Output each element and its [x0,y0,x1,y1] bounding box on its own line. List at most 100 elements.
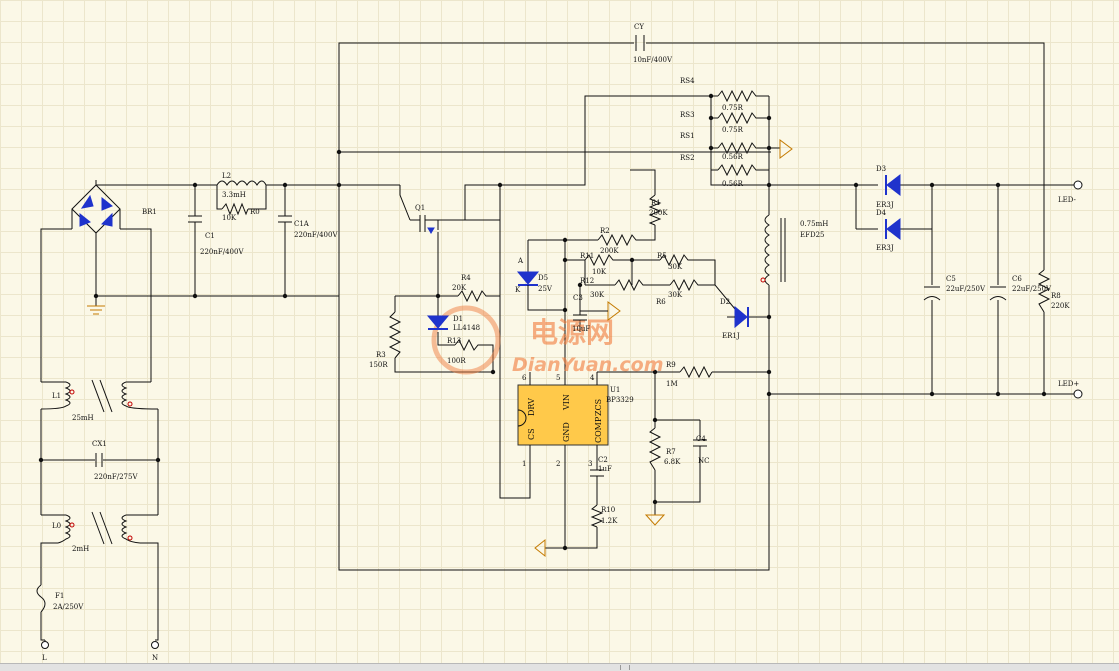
svg-text:100R: 100R [447,357,466,365]
svg-text:3.3mH: 3.3mH [222,191,246,199]
svg-text:C1A: C1A [294,220,310,228]
svg-text:20K: 20K [452,284,467,292]
svg-text:U1: U1 [610,386,620,394]
svg-text:6.8K: 6.8K [664,458,681,466]
svg-text:K: K [515,286,521,294]
rs3-ref: RS3 [680,111,695,119]
svg-text:10nF/400V: 10nF/400V [633,56,673,64]
svg-text:0.75mH: 0.75mH [800,220,828,228]
svg-text:3: 3 [588,460,592,468]
svg-text:1uF: 1uF [598,465,612,473]
svg-text:220K: 220K [1051,302,1070,310]
input-filter: L2 3.3mH 10K R0 C1 220nF/400V C1A 220nF/… [188,172,338,256]
svg-text:C2: C2 [598,456,608,464]
svg-text:220nF/275V: 220nF/275V [94,473,138,481]
svg-text:C5: C5 [946,275,956,283]
svg-text:R10: R10 [601,506,615,514]
svg-text:30K: 30K [668,291,683,299]
svg-text:R11: R11 [580,252,594,260]
svg-text:220nF/400V: 220nF/400V [200,248,244,256]
control-network: R9 1M R7 6.8K C4 NC C2 1uF R10 1.2K [534,361,713,558]
svg-text:L1: L1 [52,392,61,400]
svg-text:1.2K: 1.2K [601,517,618,525]
svg-text:22uF/250V: 22uF/250V [1012,285,1052,293]
rs4-ref: RS4 [680,77,695,85]
svg-text:ZCS: ZCS [594,399,603,416]
svg-text:R0: R0 [250,208,260,216]
rs4-value: 0.75R [722,104,744,112]
svg-text:R7: R7 [666,448,676,456]
svg-text:C1: C1 [205,232,215,240]
svg-text:30K: 30K [590,291,605,299]
zener-d5: D5 25V A K [515,257,553,294]
svg-text:R6: R6 [656,298,666,306]
svg-text:Q1: Q1 [415,204,425,212]
resistor-r2: R2 200K [597,227,640,255]
rs2-ref: RS2 [680,154,695,162]
watermark: 电源网 DianYuan.com [431,305,664,376]
mosfet-q1: Q1 [410,204,439,240]
svg-text:30K: 30K [668,263,683,271]
capacitor-cy: CY 10nF/400V [633,23,673,64]
svg-text:R2: R2 [600,227,610,235]
capacitor-cx1: CX1 220nF/275V [92,440,138,481]
rs1-ref: RS1 [680,132,695,140]
svg-text:D4: D4 [876,209,887,217]
svg-text:C6: C6 [1012,275,1022,283]
ac-terminals: L N [41,640,159,662]
sense-resistors: RS4 0.75R RS3 0.75R RS1 0.56R RS2 0.56R [680,77,793,188]
svg-text:D5: D5 [538,274,548,282]
svg-text:10K: 10K [222,214,237,222]
svg-text:VIN: VIN [562,394,571,411]
svg-text:EFD25: EFD25 [800,231,825,239]
fuse-f1: F1 2A/250V [36,584,84,613]
choke-l0: L0 2mH [41,511,158,553]
svg-text:LL4148: LL4148 [453,324,480,332]
svg-text:R12: R12 [580,277,594,285]
svg-text:D3: D3 [876,165,886,173]
feedback-network: R11 10K R5 30K R12 30K R6 30K C3 10uF [572,252,700,333]
svg-text:R1: R1 [651,199,661,207]
svg-text:150R: 150R [369,361,388,369]
svg-text:R9: R9 [666,361,676,369]
horizontal-scrollbar[interactable] [0,663,1119,671]
ic-u1: DRV VIN ZCS CS GND COMP 6 5 4 1 2 3 U1 B… [517,372,634,468]
svg-text:10K: 10K [592,268,607,276]
svg-text:ER3J: ER3J [876,201,894,209]
svg-text:2A/250V: 2A/250V [53,603,84,611]
svg-text:1: 1 [522,460,526,468]
svg-text:C3: C3 [573,294,583,302]
svg-text:BR1: BR1 [142,208,157,216]
svg-text:1M: 1M [666,380,678,388]
output-diodes: D3 ER3J D4 ER3J [876,165,901,252]
led-minus-terminal [1073,180,1083,190]
rs1-value: 0.56R [722,153,744,161]
led-minus-label: LED- [1058,196,1077,204]
svg-text:BP3329: BP3329 [606,396,634,404]
transformer-t1: 0.75mH EFD25 [760,214,828,286]
svg-text:10uF: 10uF [572,325,590,333]
output-terminals: LED- LED+ [1058,180,1083,399]
led-plus-label: LED+ [1058,380,1079,388]
led-plus-terminal [1073,389,1083,399]
svg-text:6: 6 [522,374,527,382]
svg-text:DRV: DRV [527,398,536,416]
scrollbar-grip[interactable] [620,665,630,670]
svg-text:ER1J: ER1J [722,332,740,340]
neutral-label: N [152,654,158,662]
svg-text:R5: R5 [657,252,667,260]
line-terminal [41,641,49,649]
svg-text:L0: L0 [52,522,61,530]
svg-text:R13: R13 [447,337,461,345]
diode-d2: D2 ER1J [720,298,749,340]
svg-text:L2: L2 [222,172,231,180]
wires [40,42,1068,641]
svg-text:NC: NC [698,457,709,465]
svg-text:D2: D2 [720,298,730,306]
line-label: L [42,654,47,662]
svg-text:ER3J: ER3J [876,244,894,252]
bridge-rectifier: BR1 [71,180,157,315]
svg-text:GND: GND [562,422,571,442]
svg-text:A: A [517,257,524,265]
